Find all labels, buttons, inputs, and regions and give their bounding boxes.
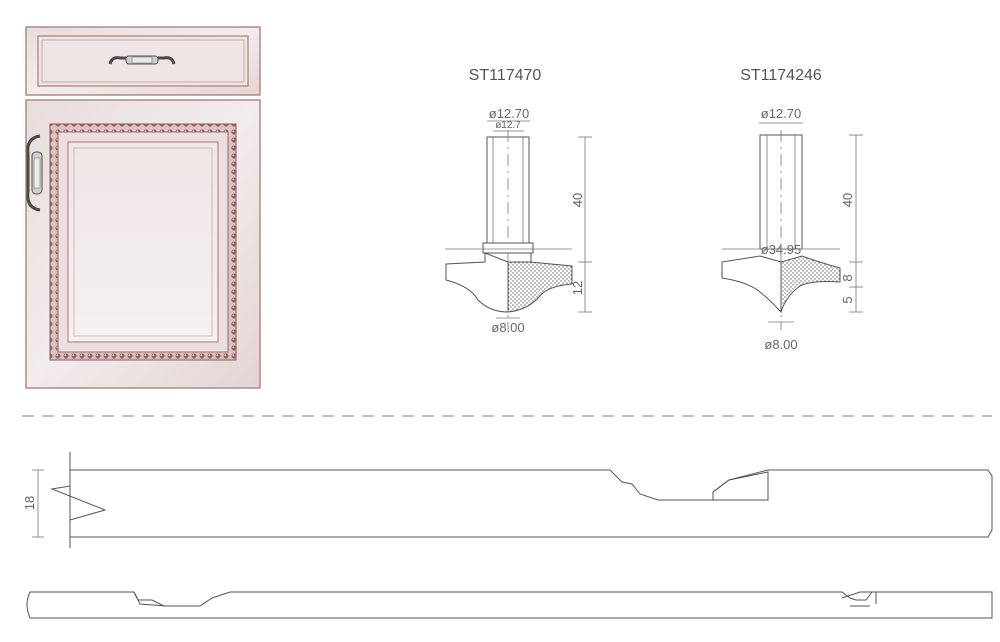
bit-1-shank-length: 40	[570, 193, 585, 207]
bit-1-shank-inner-diameter: ø12.7	[495, 120, 521, 131]
bit-2-dimensions: 40 8 5 ø8.00	[764, 134, 863, 352]
router-bit-1: ST117470 ø12.70 ø12.7	[445, 67, 592, 335]
bit-1-dimensions: 40 12 ø8.00	[491, 136, 592, 335]
bit-1-shank-diameter: ø12.70	[489, 106, 529, 121]
bit-1-cut-height: 12	[570, 281, 585, 295]
bit-2-shank-length: 40	[840, 193, 855, 207]
bit-2-lower-height: 5	[840, 296, 855, 303]
frame-section-profile	[26, 591, 993, 619]
bit-1-cutter	[445, 252, 573, 313]
bit-2-upper-height: 8	[840, 274, 855, 281]
router-bit-2: ST1174246 ø12.70 ø34.95 4	[721, 67, 863, 352]
door-handle	[26, 134, 43, 212]
drawer-handle	[108, 55, 176, 65]
bit-2-cutter	[721, 255, 841, 314]
bit-2-bearing-diameter: ø8.00	[764, 337, 797, 352]
cabinet-door-photo	[25, 26, 261, 389]
bit-1-shank	[445, 130, 572, 330]
drawer-front	[25, 26, 261, 96]
bit-2-cut-diameter: ø34.95	[761, 242, 801, 257]
door-front	[25, 99, 261, 389]
panel-section-profile: 18	[22, 452, 993, 548]
bit-1-bearing-diameter: ø8.00	[491, 320, 524, 335]
panel-thickness: 18	[22, 496, 37, 510]
bit-2-shank	[722, 130, 840, 330]
bit-2-shank-diameter: ø12.70	[761, 106, 801, 121]
bit-1-title: ST117470	[469, 67, 542, 84]
bit-2-title: ST1174246	[740, 67, 822, 84]
